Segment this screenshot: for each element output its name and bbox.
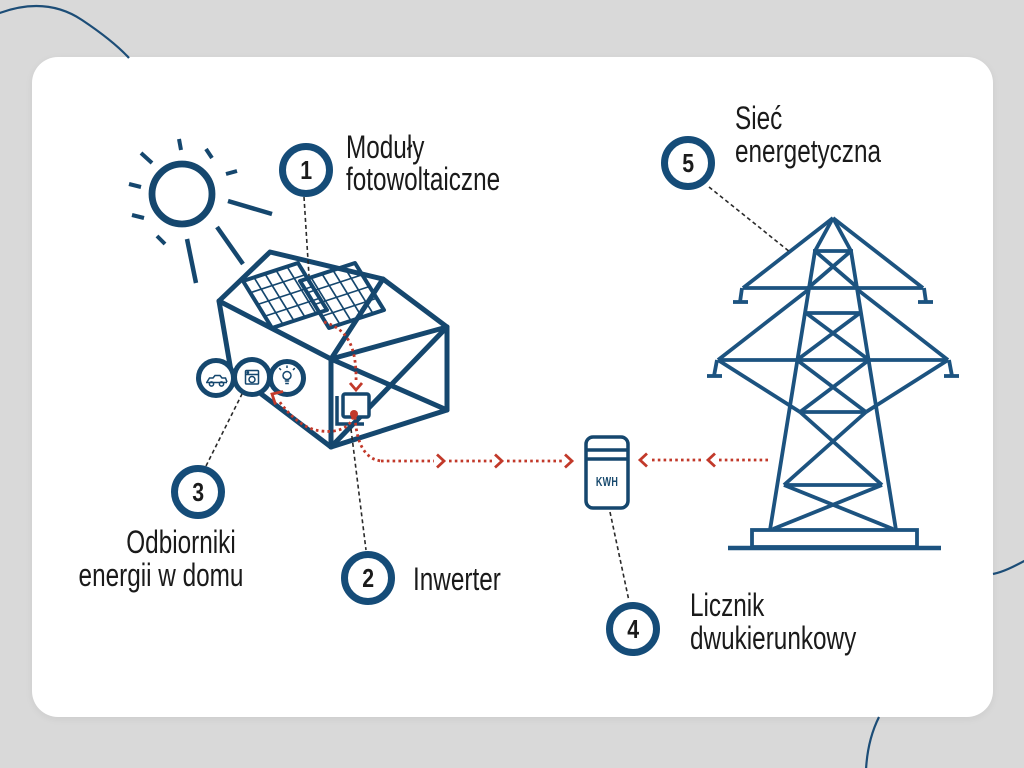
label-grid-line1: Sieć [735,100,783,136]
step-badge-5: 5 [661,136,715,190]
label-pv-modules-line2: fotowoltaiczne [346,161,501,197]
label-consumers-line2: energii w domu [78,557,244,593]
decorative-curves [0,4,1024,768]
solar-panel-icon [241,261,386,330]
car-icon [206,374,228,387]
step-number-1: 1 [300,154,312,185]
label-meter-line1: Licznik [690,587,765,623]
step-badge-1: 1 [279,143,333,197]
label-grid-line2: energetyczna [735,133,882,169]
step-number-4: 4 [627,613,639,644]
label-pv-modules-line1: Moduły [346,129,425,165]
step-number-5: 5 [682,147,694,178]
label-consumers-line1: Odbiorniki [126,524,236,560]
washing-machine-icon [244,369,260,385]
flow-junction-dot [350,410,358,418]
light-bulb-icon [278,365,296,385]
step-badge-2: 2 [341,551,395,605]
connector-lines [205,186,791,602]
house-icon [216,249,450,450]
home-appliances [196,357,306,398]
step-badge-3: 3 [171,465,225,519]
step-number-2: 2 [362,562,374,593]
meter-icon [584,435,630,510]
step-badge-4: 4 [606,602,660,656]
energy-flow-arrows [270,320,768,469]
label-inverter: Inwerter [413,561,501,597]
grid-pylon-icon [707,216,959,551]
arrowheads [270,382,716,469]
meter-kwh-label: KWH [595,475,619,489]
step-number-3: 3 [192,476,204,507]
sun-icon [128,138,273,284]
label-meter-line2: dwukierunkowy [690,620,857,656]
